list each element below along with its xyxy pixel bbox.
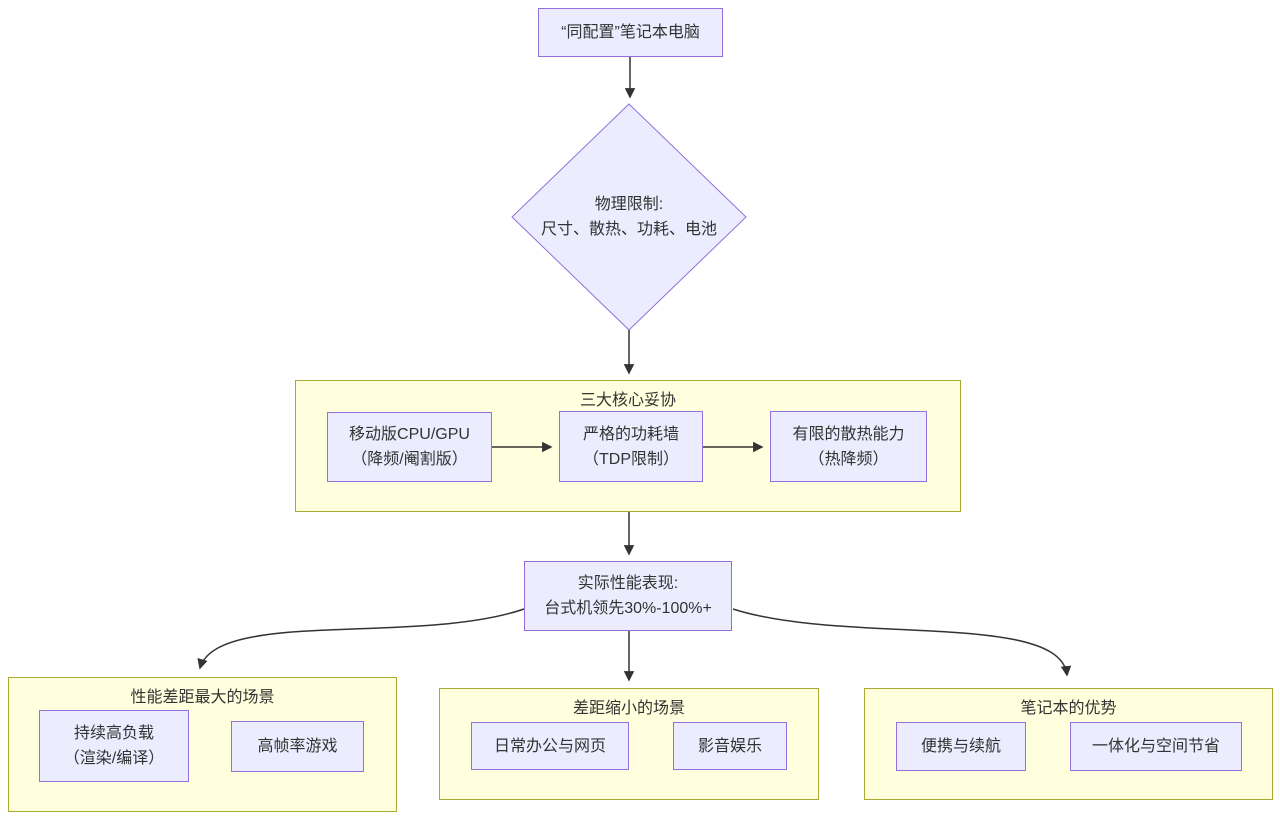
node-thermal-capacity: 有限的散热能力 （热降频） (770, 411, 927, 482)
node-sustained-load: 持续高负载 （渲染/编译） (39, 710, 189, 782)
thermal-line1: 有限的散热能力 (792, 425, 905, 443)
subgraph-biggest-gap-title: 性能差距最大的场景 (130, 689, 275, 706)
node-media-entertainment: 影音娱乐 (673, 722, 787, 770)
performance-line1: 实际性能表现: (577, 575, 679, 592)
subgraph-core-compromises-title: 三大核心妥协 (579, 392, 676, 409)
subgraph-laptop-advantages-title: 笔记本的优势 (1020, 700, 1117, 717)
power-wall-line1: 严格的功耗墙 (582, 425, 679, 443)
portability-label: 便携与续航 (920, 738, 1001, 755)
thermal-line2: （热降频） (808, 450, 889, 468)
node-power-wall: 严格的功耗墙 （TDP限制） (559, 411, 703, 482)
high-fps-label: 高帧率游戏 (257, 738, 338, 755)
subgraph-smaller-gap-title: 差距缩小的场景 (572, 700, 685, 717)
node-laptop: “同配置”笔记本电脑 (538, 8, 723, 57)
mobile-cpu-line2: （降频/阉割版） (351, 451, 468, 468)
node-integration-space: 一体化与空间节省 (1070, 722, 1242, 771)
node-office-web: 日常办公与网页 (471, 722, 629, 770)
edge-performance-to-advantages (732, 608, 1072, 677)
sustained-load-line2: （渲染/编译） (63, 750, 165, 767)
node-portability-battery: 便携与续航 (896, 722, 1026, 771)
node-performance-result: 实际性能表现: 台式机领先30%-100%+ (524, 561, 732, 631)
physical-limits-line2: 尺寸、散热、功耗、电池 (540, 221, 717, 238)
mobile-cpu-line1: 移动版CPU/GPU (349, 426, 470, 443)
edge-performance-to-biggest-gap (197, 608, 525, 670)
office-web-label: 日常办公与网页 (493, 737, 606, 755)
performance-line2: 台式机领先30%-100%+ (544, 600, 712, 617)
physical-limits-line1: 物理限制: (594, 196, 664, 213)
node-laptop-label: “同配置”笔记本电脑 (561, 24, 700, 41)
media-label: 影音娱乐 (697, 737, 762, 755)
node-high-fps-gaming: 高帧率游戏 (231, 721, 364, 772)
power-wall-line2: （TDP限制） (582, 450, 679, 468)
integration-label: 一体化与空间节省 (1091, 738, 1220, 755)
node-mobile-cpu-gpu: 移动版CPU/GPU （降频/阉割版） (327, 412, 492, 482)
node-physical-limits-decision: 物理限制: 尺寸、散热、功耗、电池 (512, 192, 746, 242)
sustained-load-line1: 持续高负载 (73, 725, 154, 742)
